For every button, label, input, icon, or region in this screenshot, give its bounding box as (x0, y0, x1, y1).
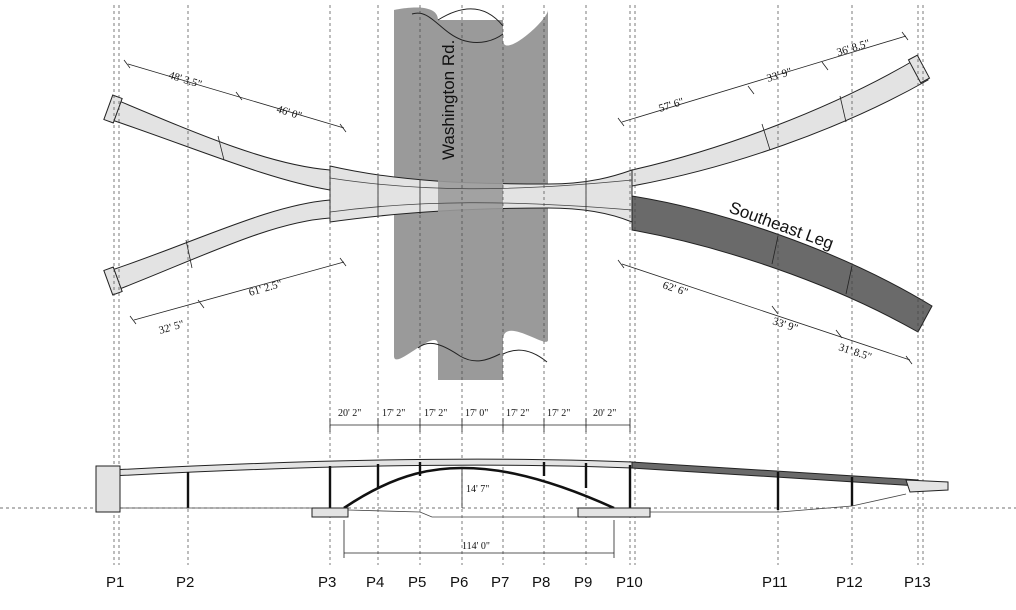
abutment-ne (907, 54, 931, 84)
pier-label-p10: P10 (616, 574, 643, 591)
dim-sw2: 61' 2.5" (248, 278, 284, 299)
arch-span-label: 114' 0" (462, 541, 490, 552)
span-dim-2: 17' 2" (382, 408, 405, 419)
ground-profile (120, 493, 907, 518)
pier-label-p12: P12 (836, 574, 863, 591)
pier-label-p5: P5 (408, 574, 426, 591)
dim-se1: 62' 6" (661, 279, 689, 298)
pier-label-p13: P13 (904, 574, 931, 591)
span-dim-4: 17' 0" (465, 408, 488, 419)
abutment-sw (103, 266, 123, 296)
elevation-view: 14' 7" 20' 2" 17' 2" 17' 2" 17' 0" 17' 2… (0, 408, 1016, 558)
dim-ne1: 57' 6" (657, 96, 685, 115)
deck-leg-sw (111, 199, 331, 293)
dim-nw2: 46' 0" (275, 103, 303, 122)
pier-label-p11: P11 (762, 574, 788, 591)
elevation-deck (111, 458, 633, 477)
pier-label-p6: P6 (450, 574, 468, 591)
pier-label-p2: P2 (176, 574, 194, 591)
elevation-columns (186, 462, 854, 510)
deck-leg-ne (631, 57, 929, 187)
pier-label-p8: P8 (532, 574, 550, 591)
span-dim-1: 20' 2" (338, 408, 361, 419)
abutment-west (95, 465, 121, 513)
road-edge-top (411, 12, 504, 43)
span-dim-7: 20' 2" (593, 408, 616, 419)
dim-nw1: 48' 3.5" (167, 69, 203, 90)
pier-labels: P1 P2 P3 P4 P5 P6 P7 P8 P9 P10 P11 P12 P… (106, 574, 931, 591)
span-dimension-line (329, 418, 631, 432)
dim-ne2: 33' 9" (765, 66, 793, 85)
span-dim-5: 17' 2" (506, 408, 529, 419)
pier-label-p1: P1 (106, 574, 124, 591)
road-edge-bottom-right (502, 349, 548, 363)
arch-rise-label: 14' 7" (466, 484, 489, 495)
span-dim-6: 17' 2" (547, 408, 570, 419)
plan-dimension-lines (123, 31, 913, 365)
pier-label-p3: P3 (318, 574, 336, 591)
dim-se2: 33' 9" (771, 315, 799, 334)
elevation-deck-southeast (631, 461, 919, 487)
abutment-east (905, 479, 949, 493)
arch-span-dimension (343, 520, 615, 558)
pier-label-p4: P4 (366, 574, 384, 591)
footing-east (577, 507, 651, 518)
pier-label-p9: P9 (574, 574, 592, 591)
footing-west (311, 507, 349, 518)
pier-label-p7: P7 (491, 574, 509, 591)
road-edge-bottom (417, 343, 501, 362)
dim-sw1: 32' 5" (158, 318, 186, 337)
abutment-nw (103, 94, 123, 124)
road-label: Washington Rd. (439, 40, 458, 160)
span-dim-3: 17' 2" (424, 408, 447, 419)
road-edge-top-right (437, 8, 504, 27)
dim-ne3: 36' 8.5" (835, 37, 871, 58)
dim-se3: 31' 8.5" (837, 341, 873, 363)
plan-view: Washington Rd. Southeast Leg 48' 3.5" 46… (103, 7, 933, 380)
